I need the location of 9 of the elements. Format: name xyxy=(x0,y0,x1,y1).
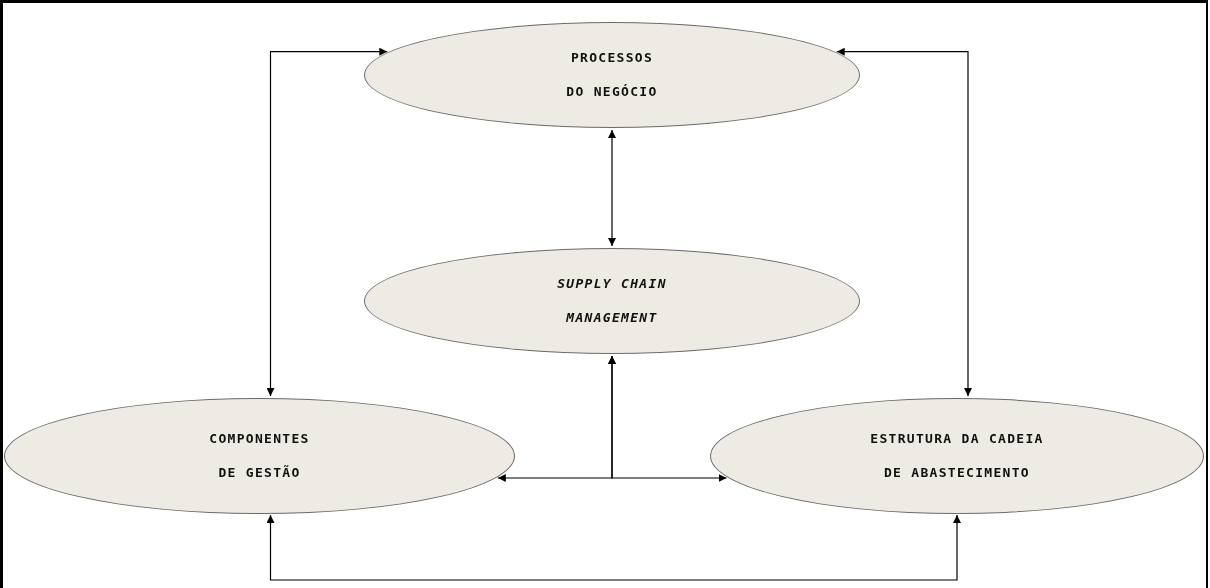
node-label: COMPONENTES DE GESTÃO xyxy=(208,430,311,482)
connector-arrow xyxy=(836,47,972,397)
node-label: PROCESSOS DO NEGÓCIO xyxy=(565,49,659,101)
connector-arrow xyxy=(266,514,961,581)
connector-arrow xyxy=(608,355,728,482)
connector-arrow xyxy=(608,129,616,247)
node-label: ESTRUTURA DA CADEIA DE ABASTECIMENTO xyxy=(869,430,1045,482)
connector-arrow xyxy=(266,47,388,397)
node-label: SUPPLY CHAIN MANAGEMENT xyxy=(556,275,668,327)
